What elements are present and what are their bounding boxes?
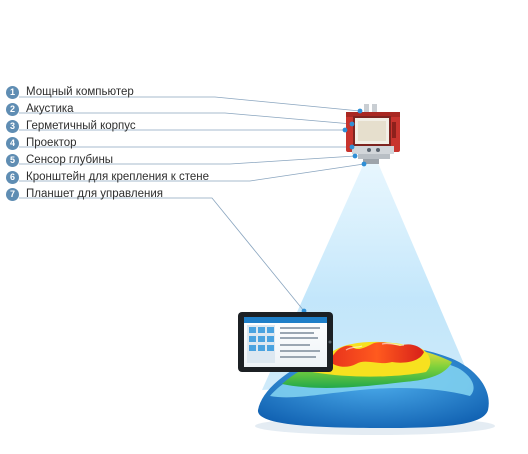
legend-item-4: 4 Проектор [6, 136, 77, 150]
leader-line-6 [19, 163, 365, 182]
anchor-dot-4 [349, 144, 355, 150]
legend-label-control-tablet: Планшет для управления [26, 188, 163, 200]
number-badge-icon: 4 [6, 136, 19, 150]
leader-line-2 [19, 112, 353, 125]
colored-sand-relief-icon [255, 341, 495, 435]
number-badge-icon: 3 [6, 119, 19, 133]
leader-line-1 [19, 96, 361, 112]
legend-label-computer: Мощный компьютер [26, 86, 134, 98]
legend-label-projector: Проектор [26, 137, 77, 149]
legend-label-depth-sensor: Сенсор глубины [26, 154, 114, 166]
number-badge-icon: 7 [6, 187, 19, 201]
legend-item-1: 1 Мощный компьютер [6, 85, 134, 99]
legend-item-6: 6 Кронштейн для крепления к стене [6, 170, 209, 184]
leader-line-5 [19, 155, 356, 165]
legend-label-sealed-case: Герметичный корпус [26, 120, 136, 132]
anchor-dot-6 [361, 161, 367, 167]
legend-label-wall-bracket: Кронштейн для крепления к стене [26, 171, 210, 183]
anchor-dot-5 [352, 153, 358, 159]
terrain-peaks [330, 342, 424, 367]
anchor-dot-1 [357, 108, 363, 114]
anchor-dot-2 [349, 121, 355, 127]
sandbox-projector-unit-icon [346, 104, 400, 164]
legend-item-7: 7 Планшет для управления [6, 187, 163, 201]
legend-item-3: 3 Герметичный корпус [6, 119, 136, 133]
terrain-peak-shine [345, 342, 405, 351]
number-badge-icon: 2 [6, 102, 19, 116]
anchor-dot-3 [342, 127, 348, 133]
legend-item-5: 5 Сенсор глубины [6, 153, 113, 167]
number-badge-icon: 6 [6, 170, 19, 184]
leader-lines [19, 96, 365, 312]
callout-anchor-dots [301, 108, 367, 314]
legend-label-acoustics: Акустика [26, 103, 74, 115]
control-tablet-icon [238, 312, 333, 372]
number-badge-icon: 1 [6, 85, 19, 99]
number-badge-icon: 5 [6, 153, 19, 167]
leader-line-7 [19, 197, 305, 312]
legend-item-2: 2 Акустика [6, 102, 74, 116]
